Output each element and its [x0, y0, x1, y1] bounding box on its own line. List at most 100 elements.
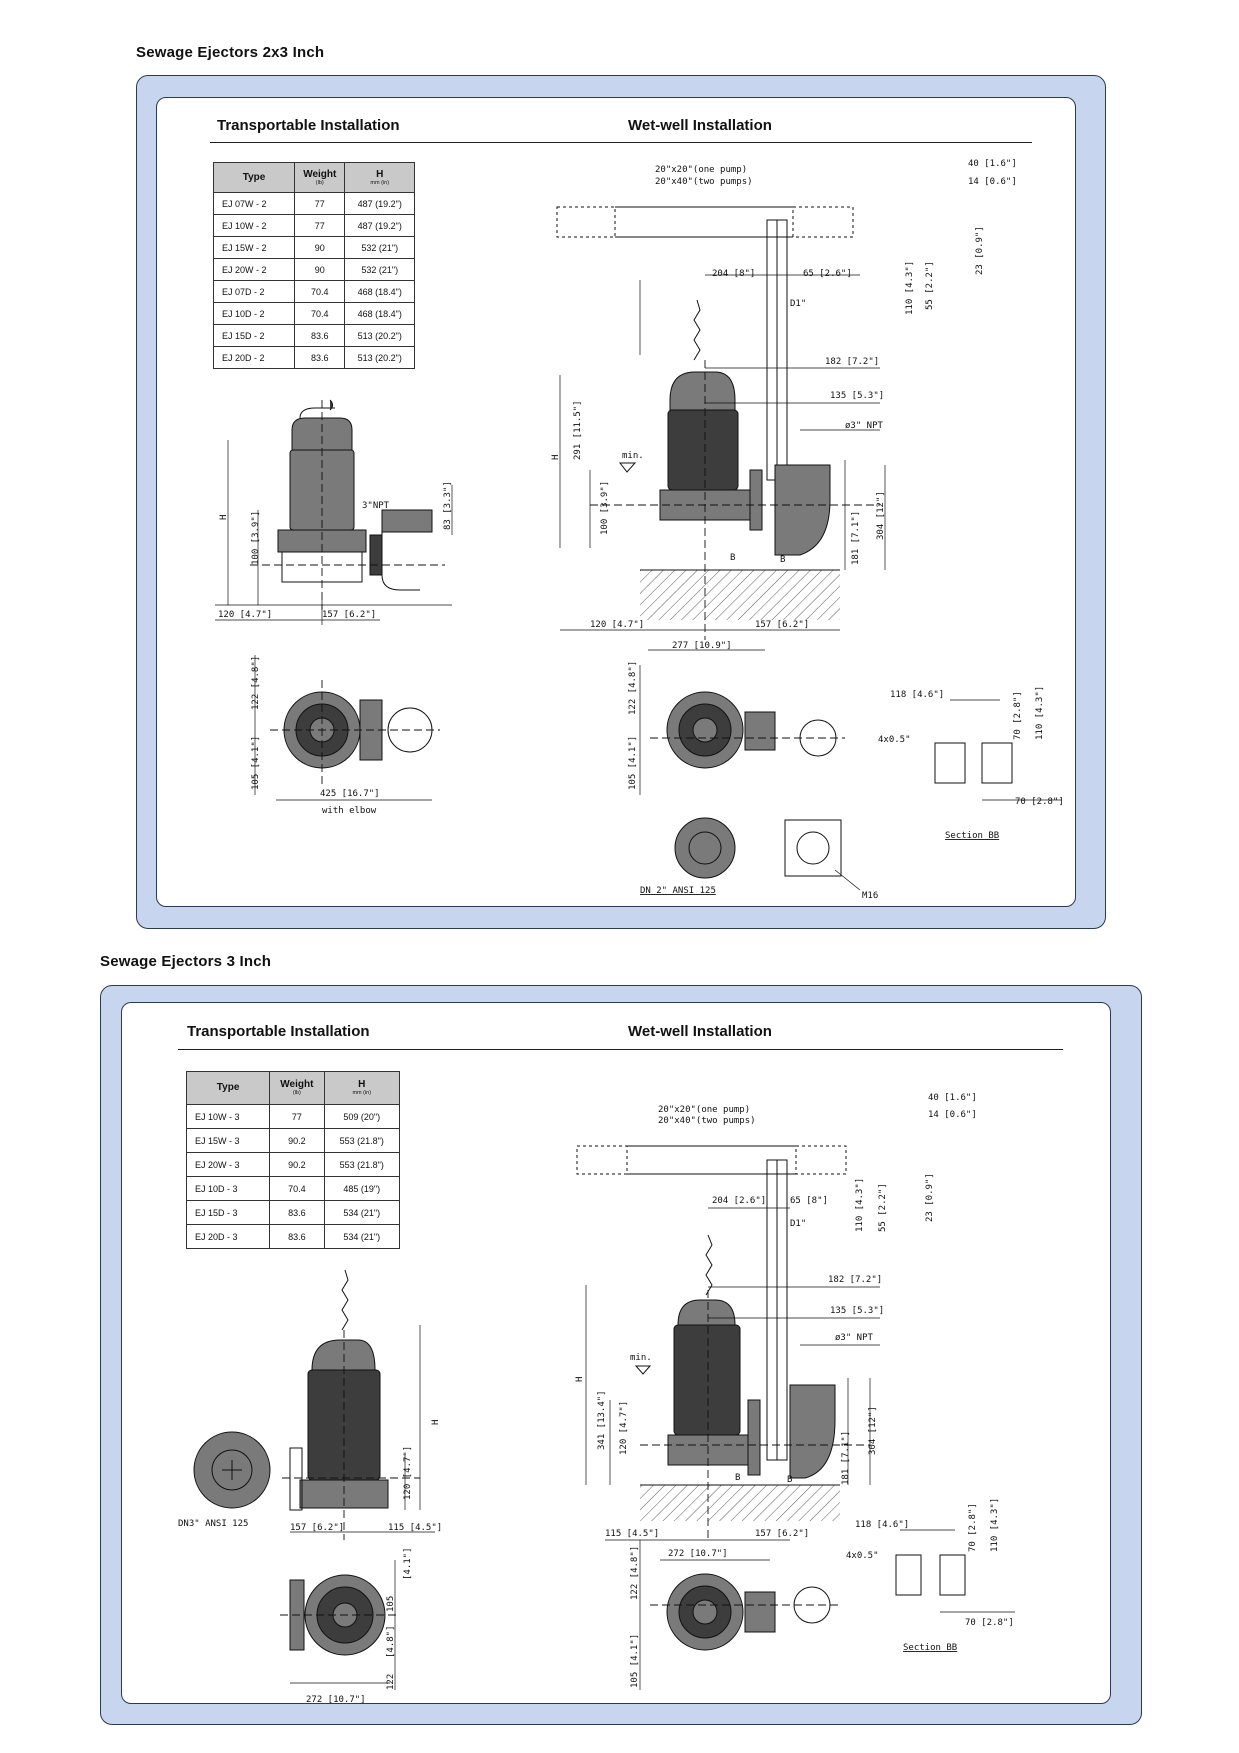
transportable-heading: Transportable Installation [187, 1023, 370, 1040]
label-157: 157 [6.2"] [290, 1523, 344, 1533]
label-23: 23 [0.9"] [925, 1173, 935, 1222]
label-d1: D1" [790, 1219, 806, 1229]
label-182: 182 [7.2"] [825, 357, 879, 367]
label-291: 291 [11.5"] [573, 400, 583, 460]
label-holes: 4x0.5" [878, 735, 911, 745]
label-m16: M16 [862, 891, 878, 901]
label-55: 55 [2.2"] [925, 261, 935, 310]
transportable-heading: Transportable Installation [217, 117, 400, 134]
label-105: 105 [4.1"] [628, 736, 638, 790]
label-304: 304 [12"] [868, 1406, 878, 1455]
label-118: 118 [4.6"] [890, 690, 944, 700]
label-304: 304 [12"] [876, 491, 886, 540]
wetwell-pump-side-view [576, 1145, 880, 1561]
label-204: 204 [2.6"] [712, 1196, 766, 1206]
label-40: 40 [1.6"] [968, 159, 1017, 169]
label-105: 105 [4.1"] [630, 1634, 640, 1688]
col-type: Type [185, 1071, 271, 1105]
section-1-drawings: H 100 [3.9"] 3"NPT 83 [3.3"] 120 [4.7"] … [215, 159, 1064, 901]
label-115: 115 [4.5"] [605, 1529, 659, 1539]
label-npt: ø3" NPT [835, 1333, 874, 1343]
dn-flange-view [674, 817, 861, 891]
label-npt: 3"NPT [362, 501, 390, 511]
label-h: H [575, 1377, 585, 1382]
label-14: 14 [0.6"] [968, 177, 1017, 187]
label-120: 120 [4.7"] [619, 1401, 629, 1455]
transportable-pump-side-view [215, 399, 453, 625]
label-70-b: 70 [2.8"] [965, 1618, 1014, 1628]
section-1-title: Sewage Ejectors 2x3 Inch [136, 44, 325, 61]
label-204: 204 [8"] [712, 269, 755, 279]
label-65: 65 [8"] [790, 1196, 828, 1206]
label-70-a: 70 [2.8"] [968, 1503, 978, 1552]
label-d1: D1" [790, 299, 806, 309]
col-weight: Weight(lb) [269, 1071, 325, 1105]
label-135: 135 [5.3"] [830, 1306, 884, 1316]
label-157: 157 [6.2"] [755, 1529, 809, 1539]
label-npt: ø3" NPT [845, 421, 884, 431]
label-h: H [551, 455, 561, 460]
label-with-elbow: with elbow [322, 806, 377, 816]
label-b1: B [730, 553, 735, 563]
label-23: 23 [0.9"] [975, 226, 985, 275]
label-48: [4.8"] [386, 1625, 396, 1658]
label-cover-2: 20"x40"(two pumps) [655, 177, 753, 187]
label-120: 120 [4.7"] [218, 610, 272, 620]
transportable-pump-side-view [282, 1269, 435, 1540]
label-b1: B [735, 1473, 740, 1483]
label-122: 122 [4.8"] [628, 661, 638, 715]
col-weight: Weight(lb) [294, 162, 346, 193]
label-105: 105 [4.1"] [251, 736, 261, 790]
label-100: 100 [3.9"] [251, 511, 261, 565]
label-14: 14 [0.6"] [928, 1110, 977, 1120]
label-181: 181 [7.1"] [841, 1431, 851, 1485]
heading-rule [178, 1049, 1063, 1050]
label-122: 122 [4.8"] [630, 1546, 640, 1600]
label-122: 122 [4.8"] [251, 656, 261, 710]
label-182: 182 [7.2"] [828, 1275, 882, 1285]
label-b2: B [780, 555, 785, 565]
label-110: 110 [4.3"] [855, 1178, 865, 1232]
label-cover-2: 20"x40"(two pumps) [658, 1116, 756, 1126]
label-cover-1: 20"x20"(one pump) [655, 165, 747, 175]
section-2-title: Sewage Ejectors 3 Inch [100, 953, 272, 970]
wetwell-pump-top-view [639, 1540, 840, 1690]
label-157: 157 [6.2"] [755, 620, 809, 630]
label-section-bb: Section BB [903, 1643, 957, 1653]
label-115: 115 [4.5"] [388, 1523, 442, 1533]
label-122: 122 [386, 1674, 396, 1690]
label-83: 83 [3.3"] [443, 481, 453, 530]
label-272: 272 [10.7"] [306, 1695, 366, 1705]
label-110-b: 110 [4.3"] [1035, 686, 1045, 740]
label-section-bb: Section BB [945, 831, 999, 841]
transportable-pump-top-view [254, 655, 440, 801]
wetwell-pump-top-view [639, 665, 845, 795]
label-272: 272 [10.7"] [668, 1549, 728, 1559]
label-181: 181 [7.1"] [851, 511, 861, 565]
label-277: 277 [10.9"] [672, 641, 732, 651]
label-h: H [431, 1420, 441, 1425]
label-holes: 4x0.5" [846, 1551, 879, 1561]
label-h: H [219, 515, 229, 520]
label-65: 65 [2.6"] [803, 269, 852, 279]
label-55: 55 [2.2"] [878, 1183, 888, 1232]
wetwell-heading: Wet-well Installation [628, 1023, 772, 1040]
label-dn: DN 2" ANSI 125 [640, 886, 716, 896]
label-70-b: 70 [2.8"] [1015, 797, 1064, 807]
label-341: 341 [13.4"] [597, 1390, 607, 1450]
